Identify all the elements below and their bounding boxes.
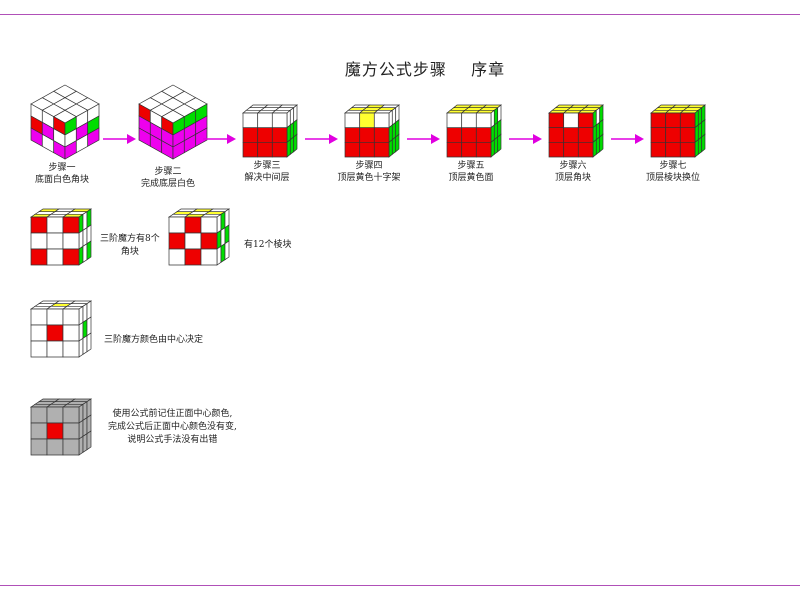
step-name: 步骤七 — [659, 161, 687, 171]
page-title: 魔方公式步骤 序章 — [344, 60, 506, 79]
edge-note: 有12个棱块 — [244, 240, 292, 250]
top-rule — [0, 14, 800, 15]
step2-cube — [138, 84, 208, 160]
arrow-icon — [203, 134, 236, 144]
step-caption: 步骤六 顶层角块 — [533, 160, 613, 184]
corner-note: 三阶魔方有8个 角块 — [100, 233, 160, 259]
step-name: 步骤一 — [48, 163, 76, 173]
step-caption: 步骤一 底面白色角块 — [22, 162, 102, 186]
arrow-icon — [509, 134, 542, 144]
step-desc: 顶层棱块换位 — [645, 173, 700, 183]
note-line: 三阶魔方有8个 — [100, 234, 160, 244]
arrow-icon — [611, 134, 644, 144]
step-name: 步骤四 — [355, 161, 383, 171]
step3-cube — [242, 104, 298, 158]
step-desc: 解决中间层 — [244, 173, 290, 183]
center-piece-cube — [29, 300, 93, 358]
step-desc: 底面白色角块 — [34, 175, 89, 185]
step4-cube — [344, 104, 400, 158]
gray-center-cube — [29, 398, 93, 456]
step-caption: 步骤五 顶层黄色面 — [431, 160, 511, 184]
arrow-icon — [407, 134, 440, 144]
step-desc: 完成底层白色 — [140, 179, 195, 189]
center-note: 三阶魔方颜色由中心决定 — [104, 335, 204, 345]
step-name: 步骤六 — [559, 161, 587, 171]
step6-cube — [548, 104, 604, 158]
step-name: 步骤二 — [154, 167, 182, 177]
bottom-rule — [0, 585, 800, 586]
step-caption: 步骤二 完成底层白色 — [128, 166, 208, 190]
note-line: 完成公式后正面中心颜色没有变, — [108, 422, 237, 432]
step-desc: 顶层角块 — [554, 173, 591, 183]
note-line: 使用公式前记住正面中心颜色, — [112, 409, 233, 419]
note-line: 角块 — [120, 247, 139, 257]
step-desc: 顶层黄色面 — [448, 173, 494, 183]
step-caption: 步骤七 顶层棱块换位 — [628, 160, 718, 184]
note-line: 说明公式手法没有出错 — [127, 435, 218, 445]
formula-note: 使用公式前记住正面中心颜色, 完成公式后正面中心颜色没有变, 说明公式手法没有出… — [108, 408, 237, 447]
corner-pieces-cube — [29, 208, 93, 266]
step7-cube — [650, 104, 706, 158]
arrow-icon — [103, 134, 136, 144]
step1-cube — [30, 84, 100, 160]
arrow-icon — [305, 134, 338, 144]
step-caption: 步骤四 顶层黄色十字架 — [324, 160, 414, 184]
step5-cube — [446, 104, 502, 158]
step-caption: 步骤三 解决中间层 — [227, 160, 307, 184]
edge-pieces-cube — [167, 208, 231, 266]
step-desc: 顶层黄色十字架 — [337, 173, 401, 183]
step-name: 步骤三 — [253, 161, 281, 171]
step-name: 步骤五 — [457, 161, 485, 171]
